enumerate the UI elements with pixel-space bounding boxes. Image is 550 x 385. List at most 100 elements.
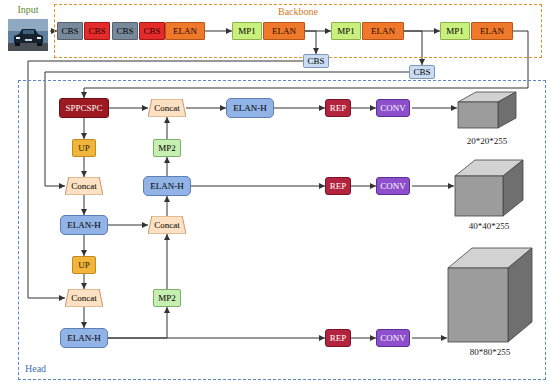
region-heading: Backbone	[278, 7, 318, 17]
connector	[84, 157, 85, 177]
block-label: ELAN-H	[150, 182, 184, 191]
backbone-region: BackboneCBS CBS CBS CBS ELAN MP1 ELAN MP1 ELAN MP…	[54, 4, 542, 58]
concat-outline	[148, 216, 186, 234]
connector	[84, 307, 85, 328]
block-label: MP2	[158, 294, 176, 303]
block-label: Concat	[71, 294, 97, 303]
cuboid-side	[503, 160, 523, 216]
cbs-block: CBS	[139, 22, 165, 40]
connector	[84, 195, 85, 215]
connector	[205, 31, 232, 32]
elan-h-block: ELAN-H	[143, 176, 191, 196]
mp2-block: MP2	[153, 139, 181, 157]
concat-block: Concat	[148, 216, 186, 234]
connector	[274, 108, 325, 109]
mp1-block: MP1	[232, 22, 262, 40]
block-label: SPPCSPC	[65, 104, 102, 113]
concat-outline	[65, 289, 103, 307]
mp2-block: MP2	[153, 289, 181, 307]
connector	[351, 108, 376, 109]
elan-h-block: ELAN-H	[60, 215, 108, 235]
connector	[108, 307, 167, 338]
mp1-block: MP1	[440, 22, 470, 40]
block-label: ELAN	[272, 27, 296, 36]
input-image	[8, 19, 48, 51]
block-label: Concat	[154, 221, 180, 230]
tensor-cuboid	[448, 248, 532, 342]
output-arrow	[412, 108, 457, 109]
connector	[351, 186, 376, 187]
block-label: ELAN-H	[67, 334, 101, 343]
block-label: CBS	[116, 27, 133, 36]
block-label: ELAN-H	[233, 104, 267, 113]
connector	[186, 108, 226, 109]
block-label: REP	[330, 334, 347, 343]
cuboid-side	[508, 248, 532, 342]
block-label: ELAN-H	[67, 221, 101, 230]
elan-block: ELAN	[263, 22, 305, 40]
region-heading: Head	[25, 364, 46, 374]
connector	[28, 61, 303, 298]
block-label: MP1	[446, 27, 464, 36]
block-label: MP1	[337, 27, 355, 36]
tensor-cuboid	[458, 92, 516, 128]
rep-block: REP	[325, 99, 351, 117]
cbs-block: CBS	[57, 22, 83, 40]
block-label: ELAN	[173, 27, 197, 36]
upsample-block: UP	[72, 256, 96, 274]
output-arrow	[412, 186, 454, 187]
connector	[108, 225, 148, 226]
block-label: CBS	[88, 27, 105, 36]
connector	[84, 31, 528, 98]
connector	[167, 117, 168, 139]
connector	[109, 108, 148, 109]
cuboid-front	[458, 102, 498, 128]
rep-block: REP	[325, 177, 351, 195]
block-label: CONV	[380, 334, 406, 343]
elan-block: ELAN	[362, 22, 404, 40]
head-region: HeadSPPCSPCConcatELAN-HREPCONVUPMP2Conca…	[18, 80, 546, 380]
tensor-cuboid	[455, 160, 523, 216]
connector	[84, 235, 85, 256]
connector	[167, 157, 168, 176]
connector	[191, 186, 325, 187]
block-label: ELAN	[480, 27, 504, 36]
cuboid-front	[448, 268, 508, 342]
block-label: REP	[330, 182, 347, 191]
elan-block: ELAN	[471, 22, 513, 40]
connector	[404, 31, 422, 65]
block-label: CONV	[380, 104, 406, 113]
connector	[305, 31, 316, 54]
block-label: UP	[78, 261, 90, 270]
cbs-block: CBS	[303, 54, 329, 68]
elan-block: ELAN	[165, 22, 205, 40]
cuboid-side	[498, 92, 516, 128]
connector	[108, 338, 325, 339]
mp1-block: MP1	[331, 22, 361, 40]
elan-h-block: ELAN-H	[226, 98, 274, 118]
concat-outline	[148, 99, 186, 117]
block-label: Concat	[71, 182, 97, 191]
block-label: MP2	[158, 144, 176, 153]
concat-block: Concat	[148, 99, 186, 117]
rep-block: REP	[325, 329, 351, 347]
tensor-size-label: 80*80*255	[470, 348, 511, 357]
connector	[167, 196, 168, 216]
conv-block: CONV	[376, 99, 410, 117]
tensor-size-label: 20*20*255	[467, 137, 508, 146]
connector	[84, 118, 85, 139]
cuboid-front	[455, 176, 503, 216]
block-label: CBS	[307, 57, 324, 66]
cbs-block: CBS	[84, 22, 110, 40]
block-label: CONV	[380, 182, 406, 191]
input-region: Input	[6, 4, 50, 54]
concat-outline	[65, 177, 103, 195]
block-label: CBS	[413, 68, 430, 77]
connector	[167, 234, 168, 289]
conv-block: CONV	[376, 329, 410, 347]
cbs-block: CBS	[112, 22, 138, 40]
elan-h-block: ELAN-H	[60, 328, 108, 348]
connector	[84, 274, 85, 289]
block-label: REP	[330, 104, 347, 113]
block-label: CBS	[61, 27, 78, 36]
